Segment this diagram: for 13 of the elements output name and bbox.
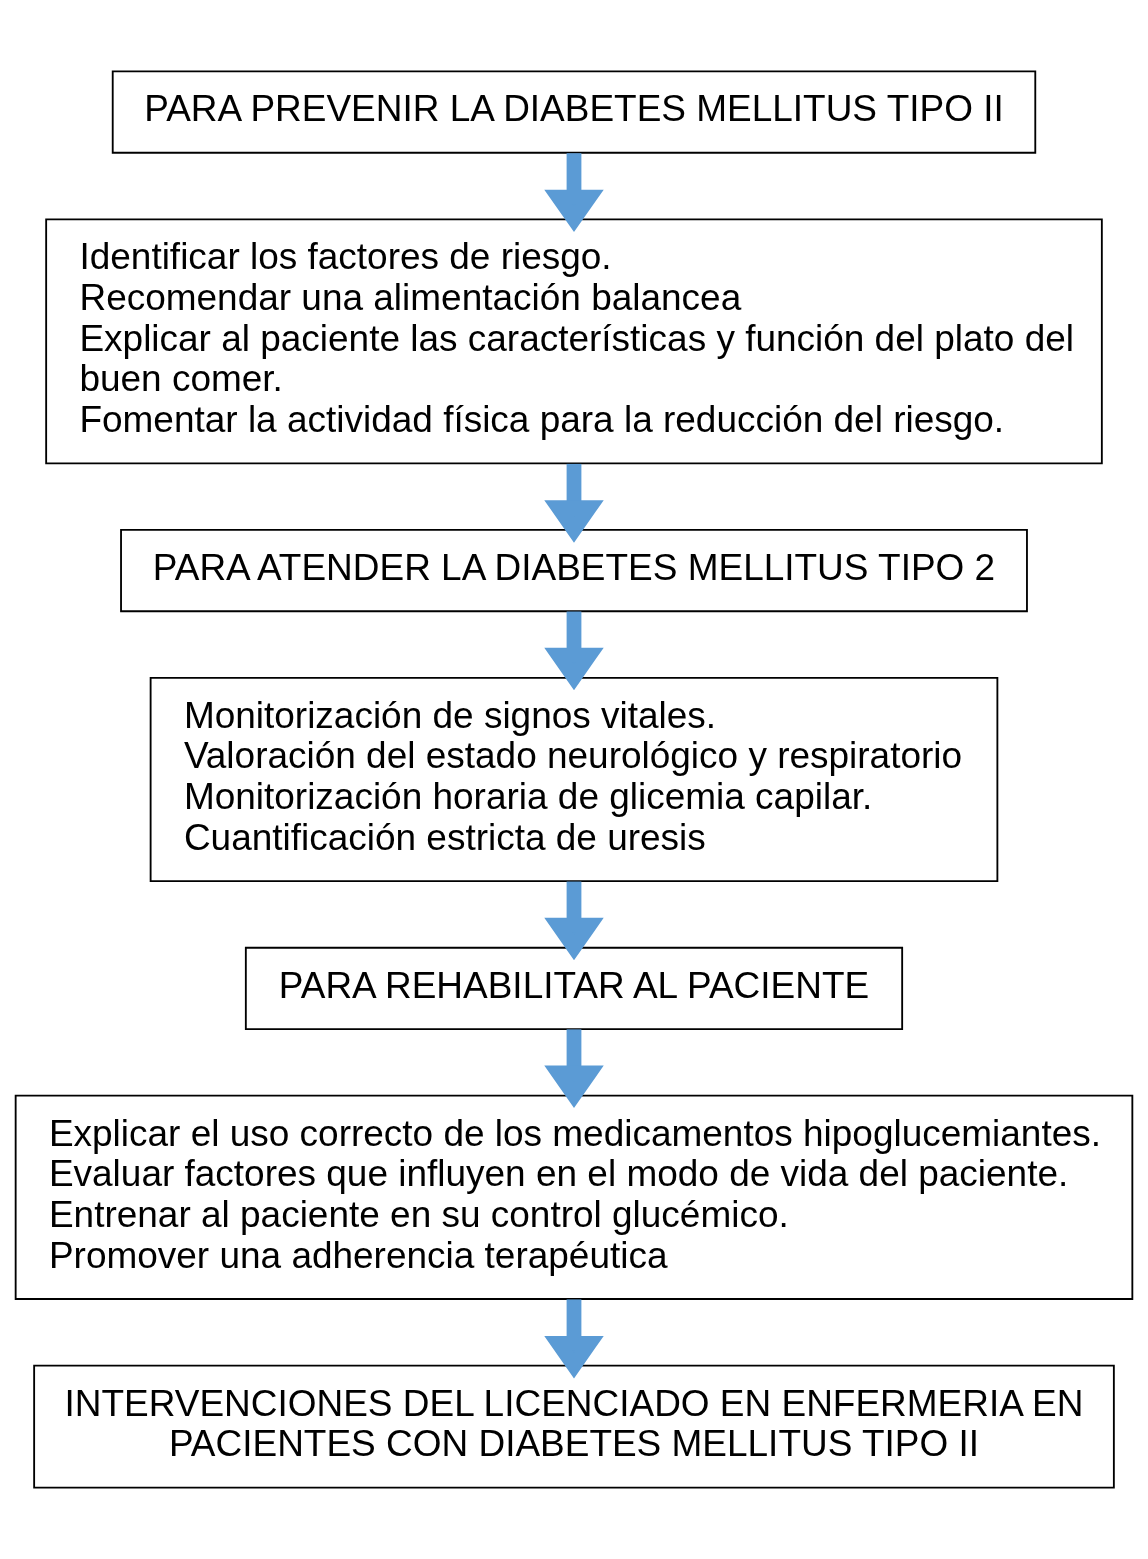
arrow — [544, 153, 604, 233]
arrow — [544, 1029, 604, 1109]
node-box: INTERVENCIONES DEL LICENCIADO EN ENFERMERIA EN PACIENTES CON DIABETES MELLITUS TIPO II — [33, 1364, 1115, 1489]
arrow — [544, 611, 604, 691]
node-box: Explicar el uso correcto de los medicamentos hipoglucemiantes. Evaluar factores que influyen en el modo de vida del paciente. Entrenar al paciente en su control glucémico. Promover una adherencia terapéutica — [14, 1094, 1134, 1300]
node-box: Monitorización de signos vitales. Valoración del estado neurológico y respiratorio Monitorización horaria de glicemia capilar. Cuantificación estricta de uresis — [149, 676, 999, 883]
node-box: PARA REHABILITAR AL PACIENTE — [244, 946, 904, 1030]
node-box: PARA PREVENIR LA DIABETES MELLITUS TIPO II — [111, 70, 1037, 154]
node-box: Identificar los factores de riesgo. Recomendar una alimentación balancea Explicar al paciente las características y función del plato del buen comer. Fomentar la actividad física para la reducción del riesgo. — [45, 218, 1103, 465]
arrow — [544, 1299, 604, 1379]
arrow — [544, 881, 604, 961]
node-box: PARA ATENDER LA DIABETES MELLITUS TIPO 2 — [120, 529, 1028, 613]
arrow — [544, 463, 604, 543]
